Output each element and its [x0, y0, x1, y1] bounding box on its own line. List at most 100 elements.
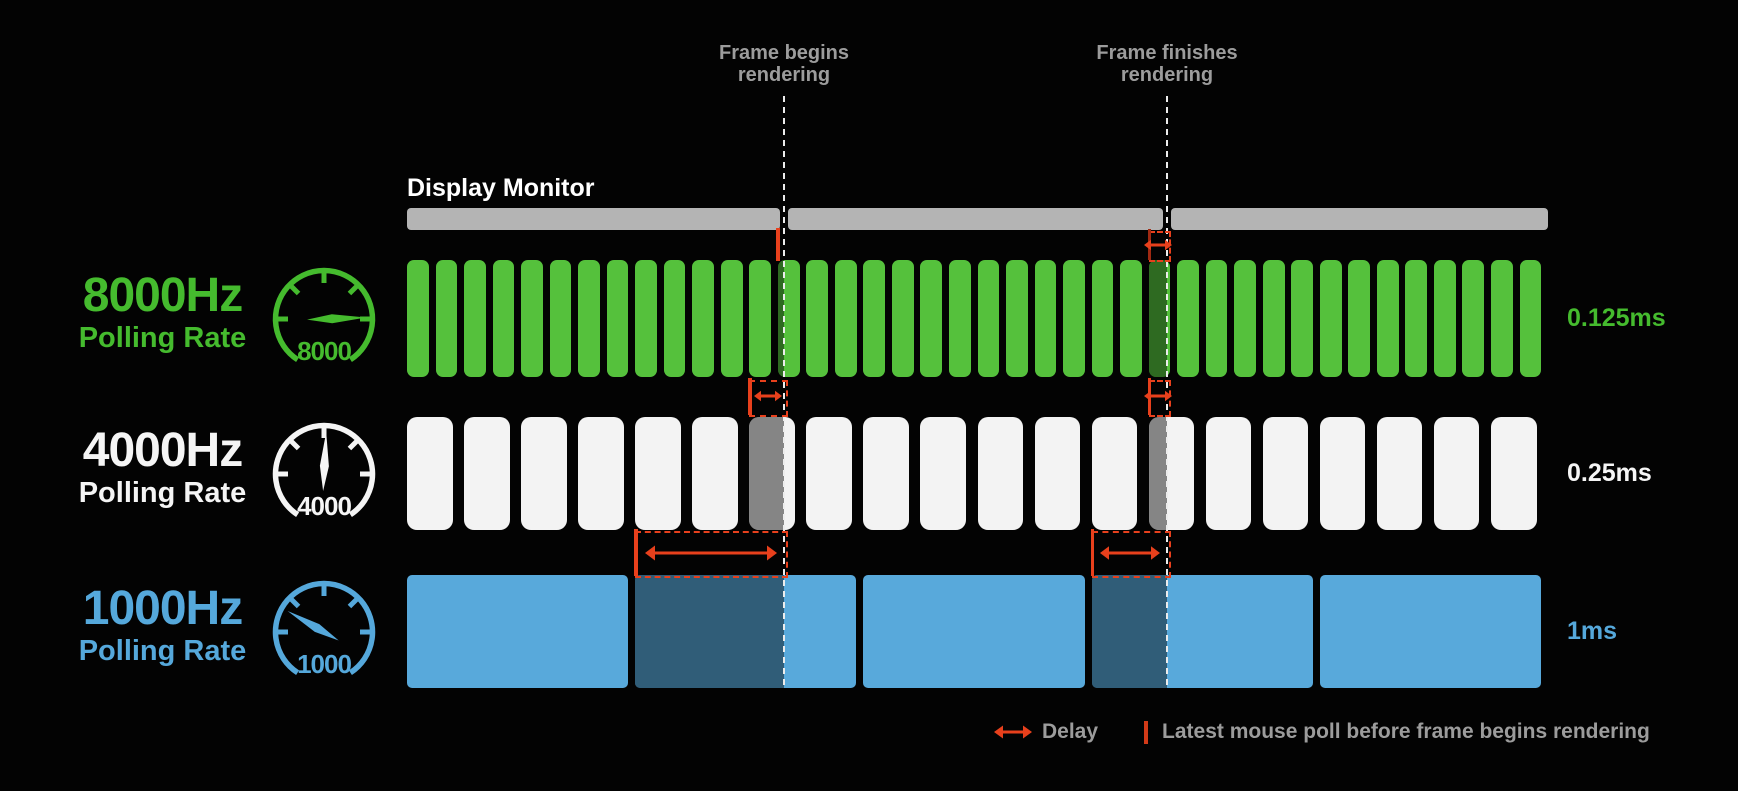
poll-bar-4000hz	[1148, 417, 1195, 530]
poll-bar-8000hz	[1348, 260, 1371, 377]
gauge-value: 8000	[297, 335, 352, 366]
poll-marker-line	[634, 529, 638, 576]
poll-bar-1000hz	[863, 575, 1085, 688]
display-monitor-segment	[788, 208, 1163, 230]
poll-bar-1000hz	[1319, 575, 1541, 688]
poll-bar-8000hz	[635, 260, 657, 377]
poll-bar-4000hz	[692, 417, 738, 530]
poll-bar-4000hz	[407, 417, 453, 530]
poll-bar-8000hz	[435, 260, 458, 377]
delay-arrow-icon	[1144, 239, 1172, 250]
poll-bar-4000hz	[863, 417, 909, 530]
interval-label-4000hz: 0.25ms	[1567, 458, 1652, 487]
poll-bar-8000hz	[1491, 260, 1513, 377]
poll-bar-8000hz	[949, 260, 971, 377]
poll-bar-8000hz	[692, 260, 715, 377]
interval-label-8000hz: 0.125ms	[1567, 303, 1666, 332]
poll-bar-4000hz	[1091, 417, 1138, 530]
poll-bar-8000hz	[1291, 260, 1314, 377]
frame-begins-label-line2: rendering	[737, 64, 831, 86]
poll-bar-8000hz	[1234, 260, 1256, 377]
poll-bar-elapsed-shade	[1148, 260, 1167, 377]
gauge-icon-4000hz: 4000	[268, 418, 380, 530]
frame-begins-dashed-line	[783, 96, 785, 688]
poll-bar-elapsed-shade	[777, 260, 784, 377]
poll-bar-elapsed-shade	[635, 575, 784, 688]
gauge-dial	[272, 580, 376, 675]
legend: Delay Latest mouse poll before frame beg…	[994, 716, 1650, 748]
poll-bar-8000hz	[521, 260, 543, 377]
poll-bar-8000hz	[1148, 260, 1171, 377]
poll-bar-1000hz	[635, 575, 857, 688]
delay-arrow-icon	[1144, 390, 1172, 402]
poll-bar-8000hz	[464, 260, 486, 377]
poll-bar-8000hz	[1433, 260, 1456, 377]
poll-bar-4000hz	[1491, 417, 1537, 530]
row-label-4000hz: 4000Hz Polling Rate	[30, 426, 295, 509]
poll-bar-4000hz	[806, 417, 852, 530]
gauge-icon-1000hz: 1000	[268, 576, 380, 688]
poll-bar-4000hz	[1376, 417, 1423, 530]
poll-bar-8000hz	[1262, 260, 1285, 377]
poll-bar-4000hz	[1205, 417, 1252, 530]
interval-label-1000hz: 1ms	[1567, 616, 1618, 645]
poll-bar-8000hz	[1376, 260, 1399, 377]
poll-bar-8000hz	[1177, 260, 1199, 377]
frame-finishes-label-line1: Frame finishes	[1096, 42, 1238, 64]
poll-bar-8000hz	[606, 260, 629, 377]
poll-marker-icon	[1144, 720, 1149, 744]
gauge-value: 1000	[297, 648, 352, 679]
poll-bar-elapsed-shade	[1091, 575, 1167, 688]
poll-bar-8000hz	[891, 260, 914, 377]
display-monitor-segment	[1171, 208, 1548, 230]
frame-begins-label-line1: Frame begins	[718, 42, 850, 64]
poll-bar-4000hz	[749, 417, 795, 530]
frame-finishes-label-line2: rendering	[1120, 64, 1214, 86]
poll-bar-1000hz	[1091, 575, 1313, 688]
poll-bar-8000hz	[749, 260, 772, 377]
gauge-value: 4000	[297, 490, 352, 521]
poll-bar-8000hz	[977, 260, 1000, 377]
delay-arrow-icon	[754, 390, 782, 402]
poll-bar-4000hz	[635, 417, 681, 530]
display-monitor-label: Display Monitor	[407, 174, 595, 202]
frame-finishes-dashed-line	[1166, 96, 1168, 688]
poll-bar-8000hz	[1006, 260, 1028, 377]
poll-bar-elapsed-shade	[749, 417, 784, 530]
poll-bar-8000hz	[1034, 260, 1057, 377]
poll-bar-4000hz	[977, 417, 1023, 530]
poll-bar-4000hz	[1034, 417, 1080, 530]
poll-bar-4000hz	[464, 417, 510, 530]
polling-rate-sublabel: Polling Rate	[78, 476, 247, 509]
poll-bar-4000hz	[1319, 417, 1366, 530]
poll-marker-line	[748, 378, 752, 415]
poll-bar-4000hz	[920, 417, 966, 530]
poll-bar-8000hz	[834, 260, 857, 377]
poll-bar-8000hz	[920, 260, 943, 377]
legend-delay-label: Delay	[1042, 720, 1099, 743]
poll-bar-4000hz	[1262, 417, 1309, 530]
poll-bar-4000hz	[521, 417, 567, 530]
rate-label: 1000Hz	[82, 581, 243, 635]
poll-bar-8000hz	[1063, 260, 1085, 377]
delay-arrow-icon	[645, 545, 777, 560]
polling-rate-sublabel: Polling Rate	[78, 634, 247, 667]
poll-bar-8000hz	[806, 260, 829, 377]
poll-bar-8000hz	[720, 260, 743, 377]
row-label-1000hz: 1000Hz Polling Rate	[30, 581, 295, 667]
poll-bar-8000hz	[663, 260, 686, 377]
poll-bar-8000hz	[1120, 260, 1142, 377]
delay-arrow-icon	[994, 723, 1032, 741]
poll-bar-4000hz	[578, 417, 624, 530]
frame-finishes-label: Frame finishes rendering	[1096, 42, 1237, 86]
row-label-8000hz: 8000Hz Polling Rate	[30, 271, 295, 354]
poll-bar-8000hz	[407, 260, 429, 377]
poll-bar-4000hz	[1433, 417, 1480, 530]
polling-rate-sublabel: Polling Rate	[78, 321, 247, 354]
poll-bar-8000hz	[863, 260, 886, 377]
poll-bar-8000hz	[1205, 260, 1228, 377]
display-monitor-segment	[407, 208, 780, 230]
poll-bar-8000hz	[549, 260, 572, 377]
gauge-icon-8000hz: 8000	[268, 263, 380, 375]
